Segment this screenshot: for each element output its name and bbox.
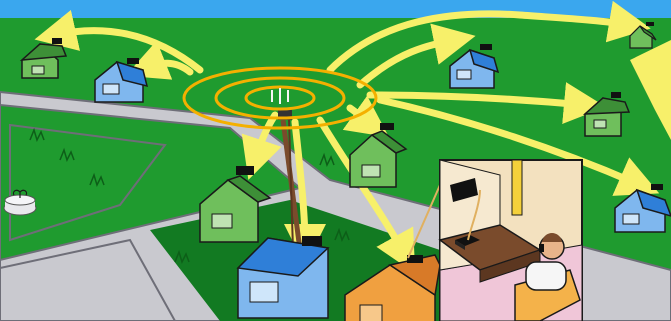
- curtain: [512, 160, 522, 215]
- rooftop-antenna-icon: [302, 236, 322, 246]
- rooftop-antenna-icon: [646, 22, 654, 26]
- rooftop-antenna-icon: [52, 38, 62, 44]
- rooftop-antenna-icon: [380, 123, 394, 130]
- rooftop-antenna-icon: [480, 44, 492, 50]
- interior-inset: [440, 160, 582, 321]
- rooftop-antenna-icon: [236, 166, 254, 175]
- rooftop-antenna-icon: [611, 92, 621, 98]
- rooftop-antenna-icon: [127, 58, 139, 64]
- rooftop-antenna-icon: [651, 184, 663, 190]
